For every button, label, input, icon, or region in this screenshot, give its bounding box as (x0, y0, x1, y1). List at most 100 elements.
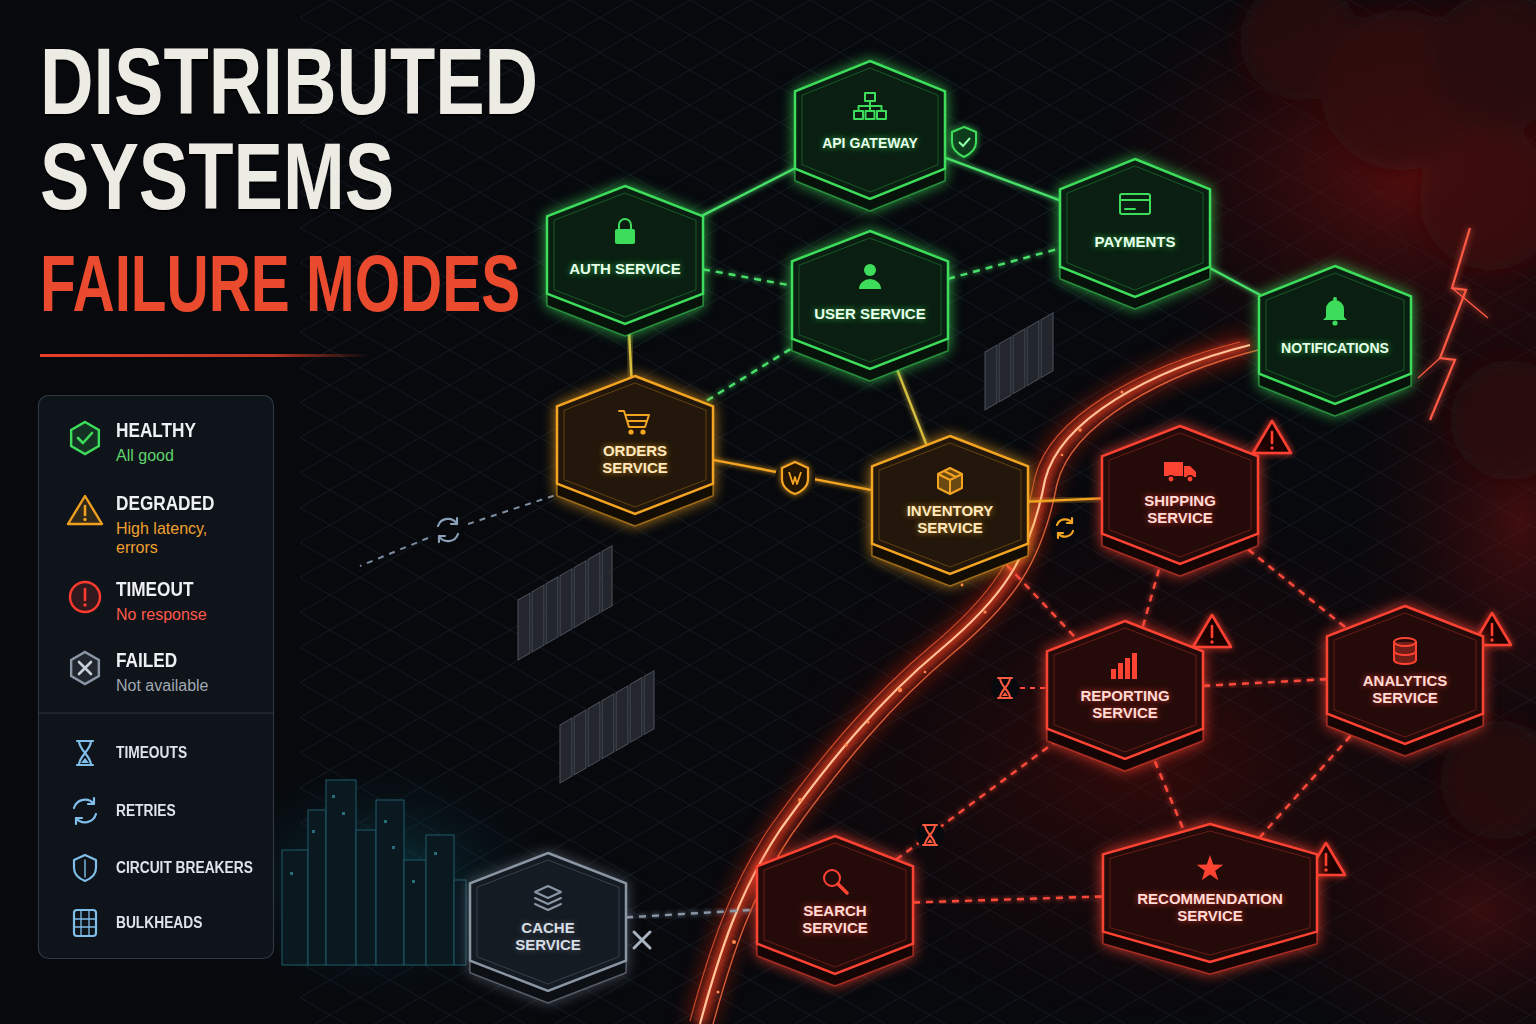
service-icon (1132, 653, 1137, 679)
legend-icon (84, 506, 87, 515)
hexagon-outline (1259, 266, 1411, 404)
service-icon (1118, 663, 1123, 679)
service-link (1259, 726, 1359, 838)
service-icon (1197, 855, 1224, 880)
legend-swatch (70, 582, 100, 612)
legend-icon (77, 741, 93, 765)
legend-icon (84, 860, 85, 877)
bulkhead-wall (546, 577, 558, 644)
service-node: PAYMENTS (1060, 159, 1210, 309)
service-label: RECOMMENDATION SERVICE (1125, 890, 1295, 925)
service-icon (1333, 297, 1337, 301)
city-skyline (332, 795, 335, 798)
failure-stream (924, 671, 927, 674)
legend-swatch (71, 422, 99, 454)
service-icon (854, 111, 863, 119)
main-title: DISTRIBUTED SYSTEMS (40, 34, 555, 224)
legend-icon (81, 758, 89, 763)
retry-symbol (438, 519, 457, 526)
title-underline (40, 354, 370, 357)
service-icon (535, 886, 561, 910)
city-skyline (342, 812, 345, 815)
service-icon (824, 870, 847, 893)
circuit-breaker-symbol (775, 458, 815, 498)
label-wrap: Not available (116, 676, 248, 695)
warning-triangle (1211, 626, 1214, 637)
service-node: ANALYTICS SERVICE (1327, 606, 1483, 756)
service-icon (866, 111, 875, 119)
legend-swatch (74, 910, 96, 936)
city-skyline (392, 846, 395, 849)
hexagon-outline (1109, 433, 1251, 557)
service-icon (1197, 855, 1224, 880)
subtitle: FAILURE MODES (40, 244, 520, 324)
warning-triangle (1210, 640, 1213, 643)
legend-swatch (74, 798, 96, 824)
service-link (1150, 749, 1184, 831)
service-label: NOTIFICATIONS (1281, 340, 1389, 356)
hexagon-outline (1067, 166, 1203, 290)
service-label: REPORTING SERVICE (1069, 687, 1181, 722)
legend-row: FAILED (116, 648, 187, 672)
bulkhead-wall (602, 694, 614, 759)
legend-panel (39, 396, 274, 959)
timeout-stub (1020, 687, 1048, 689)
service-node: CACHE SERVICE (470, 853, 626, 1003)
legend-label: DEGRADED (116, 491, 214, 515)
timeout-hourglass (998, 678, 1012, 698)
lightning (1430, 228, 1470, 420)
failed-cross (634, 932, 650, 948)
service-link (1238, 541, 1347, 628)
service-icon (1120, 194, 1150, 214)
warning-triangle (1271, 432, 1274, 443)
legend-row: BULKHEADS (116, 912, 216, 934)
service-node: RECOMMENDATION SERVICE (1103, 824, 1317, 974)
city-skyline (412, 880, 415, 883)
service-link (896, 735, 1064, 860)
service-link (1208, 267, 1261, 295)
service-node: AUTH SERVICE (547, 186, 703, 336)
service-icon (535, 886, 561, 910)
circuit-breaker-symbol (775, 458, 815, 498)
service-icon (1394, 638, 1416, 664)
service-icon (615, 219, 635, 244)
legend-icon (83, 518, 86, 521)
failure-stream (961, 584, 964, 587)
timeout-stub (1020, 688, 1048, 689)
service-node: NOTIFICATIONS (1259, 266, 1411, 416)
bulkhead-wall (574, 561, 586, 628)
warning-triangle (1193, 615, 1231, 647)
bulkhead-wall (644, 671, 654, 735)
service-link (1203, 679, 1327, 686)
hexagon-outline (872, 436, 1028, 574)
bulkhead-wall (985, 345, 997, 410)
bulkhead-wall (518, 593, 530, 660)
bulkhead-wall (532, 585, 544, 652)
retry-symbol (1050, 513, 1080, 543)
hexagon-outline (764, 843, 906, 967)
failure-stream (716, 990, 719, 993)
city-skyline (290, 872, 293, 875)
failure-stream (1078, 428, 1082, 432)
service-icon (864, 264, 876, 276)
hexagon-outline (802, 68, 938, 192)
legend-panel (39, 396, 274, 959)
city-skyline (308, 810, 326, 965)
bulkhead-wall (560, 718, 572, 783)
service-icon (1111, 653, 1137, 679)
timeout-hourglass (916, 821, 944, 849)
hexagon-outline (554, 193, 696, 317)
legend-icon (74, 910, 96, 936)
legend-note: High latency, errors (116, 519, 248, 557)
warning-triangle (1325, 854, 1328, 865)
warning-triangle (1253, 421, 1291, 453)
retry-symbol (1058, 533, 1063, 538)
legend-row: TIMEOUTS (116, 742, 199, 764)
city-skyline (290, 795, 437, 883)
failure-stream (798, 798, 802, 802)
circuit-breaker-symbol (789, 472, 801, 484)
legend-label: TIMEOUTS (116, 742, 187, 764)
retry-symbol (451, 518, 457, 524)
storm-clouds (1420, 130, 1536, 270)
